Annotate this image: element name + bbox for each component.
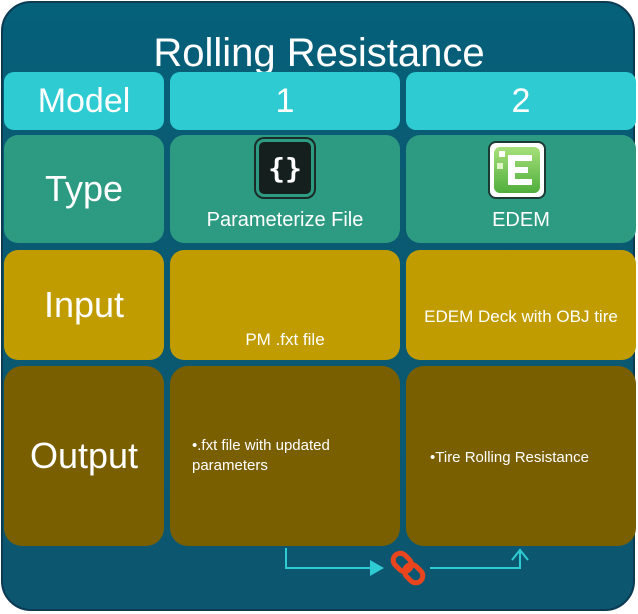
- type-col2-label: EDEM: [492, 209, 550, 231]
- output-row-label: Output: [29, 435, 139, 476]
- output-row-label-cell: Output: [4, 366, 164, 546]
- output-col2-cell: •Tire Rolling Resistance: [406, 366, 636, 546]
- type-row-label-cell: Type: [4, 135, 164, 243]
- braces-file-icon: {}: [256, 139, 314, 197]
- input-col1-cell: PM .fxt file: [170, 250, 400, 360]
- type-col2-cell: EDEM: [406, 135, 636, 243]
- diagram-title: Rolling Resistance: [153, 31, 485, 75]
- input-row-label-cell: Input: [4, 250, 164, 360]
- type-col1-label: Parameterize File: [206, 209, 364, 231]
- type-col1-cell: {} Parameterize File: [170, 135, 400, 243]
- header-col1-cell: 1: [170, 72, 400, 130]
- edem-logo-icon: [488, 141, 546, 199]
- header-model-label: Model: [37, 81, 131, 120]
- header-col2-label: 2: [511, 81, 531, 120]
- input-col2-label: EDEM Deck with OBJ tire: [424, 307, 618, 326]
- header-model-cell: Model: [4, 72, 164, 130]
- input-col1-label: PM .fxt file: [245, 330, 325, 349]
- type-row-label: Type: [44, 168, 124, 209]
- output-col2-label: •Tire Rolling Resistance: [430, 449, 589, 466]
- input-col2-cell: EDEM Deck with OBJ tire: [406, 250, 636, 360]
- output-col1-cell: •.fxt file with updated parameters: [170, 366, 400, 546]
- header-col2-cell: 2: [406, 72, 636, 130]
- output-col1-label: •.fxt file with updated parameters: [192, 437, 330, 474]
- input-row-label: Input: [43, 284, 125, 325]
- header-col1-label: 1: [275, 81, 295, 120]
